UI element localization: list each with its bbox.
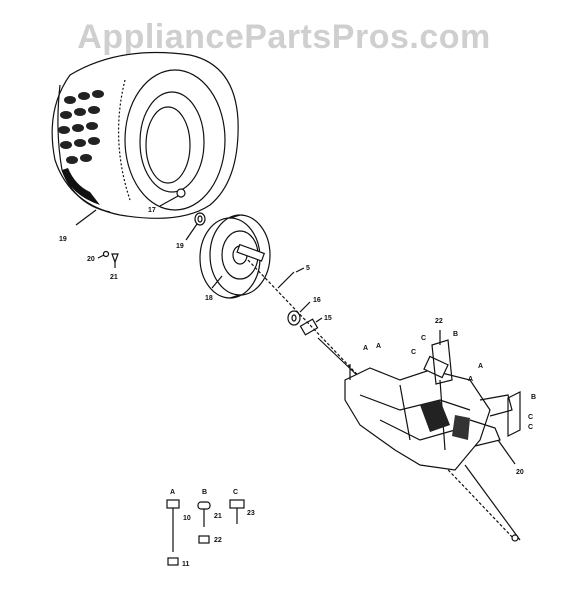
callout-b-top: B: [453, 331, 458, 338]
hardware-header-c: C: [233, 489, 238, 496]
callout-a-3: A: [478, 363, 483, 370]
callout-18: 18: [205, 295, 213, 302]
callout-20-right: 20: [516, 469, 524, 476]
watermark: AppliancePartsPros.com: [77, 18, 491, 56]
callout-21-hw: 21: [214, 513, 222, 520]
hardware-header-b: B: [202, 489, 207, 496]
callout-labels: 19 17 19 20 21 18 5 16 15 22 B C A A C A…: [59, 207, 536, 568]
callout-b-right: B: [531, 394, 536, 401]
callout-22-hw: 22: [214, 537, 222, 544]
axle-centerline: [247, 259, 516, 541]
callout-21: 21: [110, 274, 118, 281]
axle-shaft-left: [317, 337, 361, 379]
washer: [185, 212, 206, 241]
callout-c-top: C: [421, 335, 426, 342]
bolt-a: [166, 499, 180, 566]
bolt-b: [197, 501, 211, 544]
callout-11: 11: [182, 561, 190, 568]
callout-c-right-2: C: [528, 424, 533, 431]
callout-17: 17: [148, 207, 156, 214]
key: [277, 267, 305, 289]
callout-15: 15: [324, 315, 332, 322]
callout-a-4: A: [468, 376, 473, 383]
callout-20: 20: [87, 256, 95, 263]
callout-c-mid: C: [411, 349, 416, 356]
tire: [51, 51, 239, 219]
callout-22: 22: [435, 318, 443, 325]
callout-23: 23: [247, 510, 255, 517]
hardware-header-a: A: [170, 489, 175, 496]
valve-stem: [159, 188, 186, 207]
callout-a-1: A: [363, 345, 368, 352]
bracket-top: [431, 330, 453, 385]
callout-19b: 19: [176, 243, 184, 250]
leader-line-tire: [75, 209, 97, 226]
bolt-c: [229, 499, 245, 524]
transaxle: [344, 355, 521, 542]
bracket-right: [497, 391, 521, 465]
hub-cap-pin: [97, 250, 119, 268]
callout-5: 5: [306, 265, 310, 272]
spacer: [287, 301, 311, 326]
callout-a-2: A: [376, 343, 381, 350]
bushing: [299, 317, 323, 336]
callout-19: 19: [59, 236, 67, 243]
wheel-rim: [199, 214, 271, 299]
callout-16: 16: [313, 297, 321, 304]
callout-10: 10: [183, 515, 191, 522]
callout-c-right-1: C: [528, 414, 533, 421]
